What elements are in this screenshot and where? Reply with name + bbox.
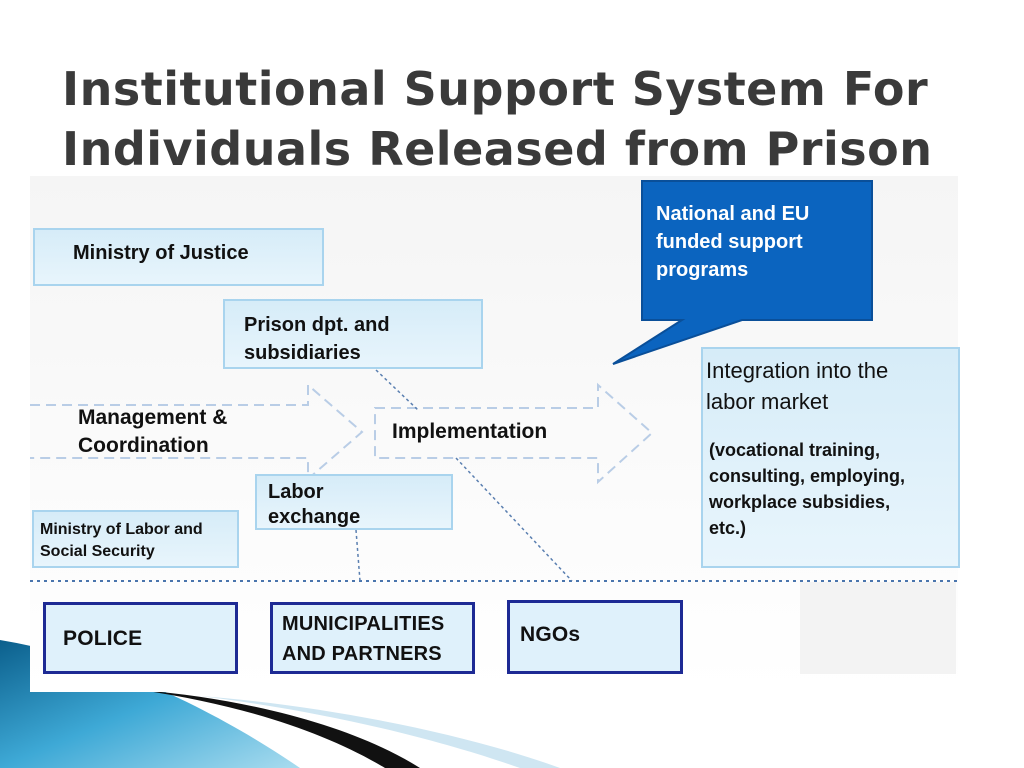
integration-detail: (vocational training, consulting, employ…	[709, 440, 906, 538]
callout-shape	[612, 180, 873, 365]
funded-programs-callout: National and EU funded support programs	[656, 203, 810, 281]
police-box: POLICE	[43, 602, 238, 674]
title-line-1: Institutional Support System For	[62, 61, 929, 116]
page-title: Institutional Support System For Individ…	[62, 59, 962, 179]
ministry-of-justice-label: Ministry of Justice	[73, 242, 249, 264]
implementation-arrow	[374, 382, 654, 485]
ministry-of-labor-box: Ministry of Labor and Social Security	[32, 510, 239, 568]
labor-exchange-box: Labor exchange	[255, 474, 453, 530]
labor-market-integration-box: Integration into the labor market (vocat…	[701, 347, 960, 568]
ngos-box: NGOs	[507, 600, 683, 674]
ngos-label: NGOs	[520, 623, 581, 646]
municipalities-box: MUNICIPALITIES AND PARTNERS	[270, 602, 475, 674]
management-arrow	[30, 382, 364, 482]
labor-exchange-label: Labor exchange	[268, 481, 361, 528]
ministry-of-justice-box: Ministry of Justice	[33, 228, 324, 286]
title-line-2: Individuals Released from Prison	[62, 121, 933, 176]
police-label: POLICE	[63, 627, 143, 650]
implementation-label: Implementation	[392, 420, 548, 443]
management-coordination-label: Management & Coordination	[78, 406, 228, 457]
ministry-of-labor-label: Ministry of Labor and Social Security	[40, 521, 203, 560]
municipalities-label: MUNICIPALITIES AND PARTNERS	[282, 613, 445, 665]
prison-dpt-label: Prison dpt. and subsidiaries	[244, 314, 390, 364]
integration-title: Integration into the labor market	[706, 358, 889, 414]
prison-dpt-box: Prison dpt. and subsidiaries	[223, 299, 483, 369]
